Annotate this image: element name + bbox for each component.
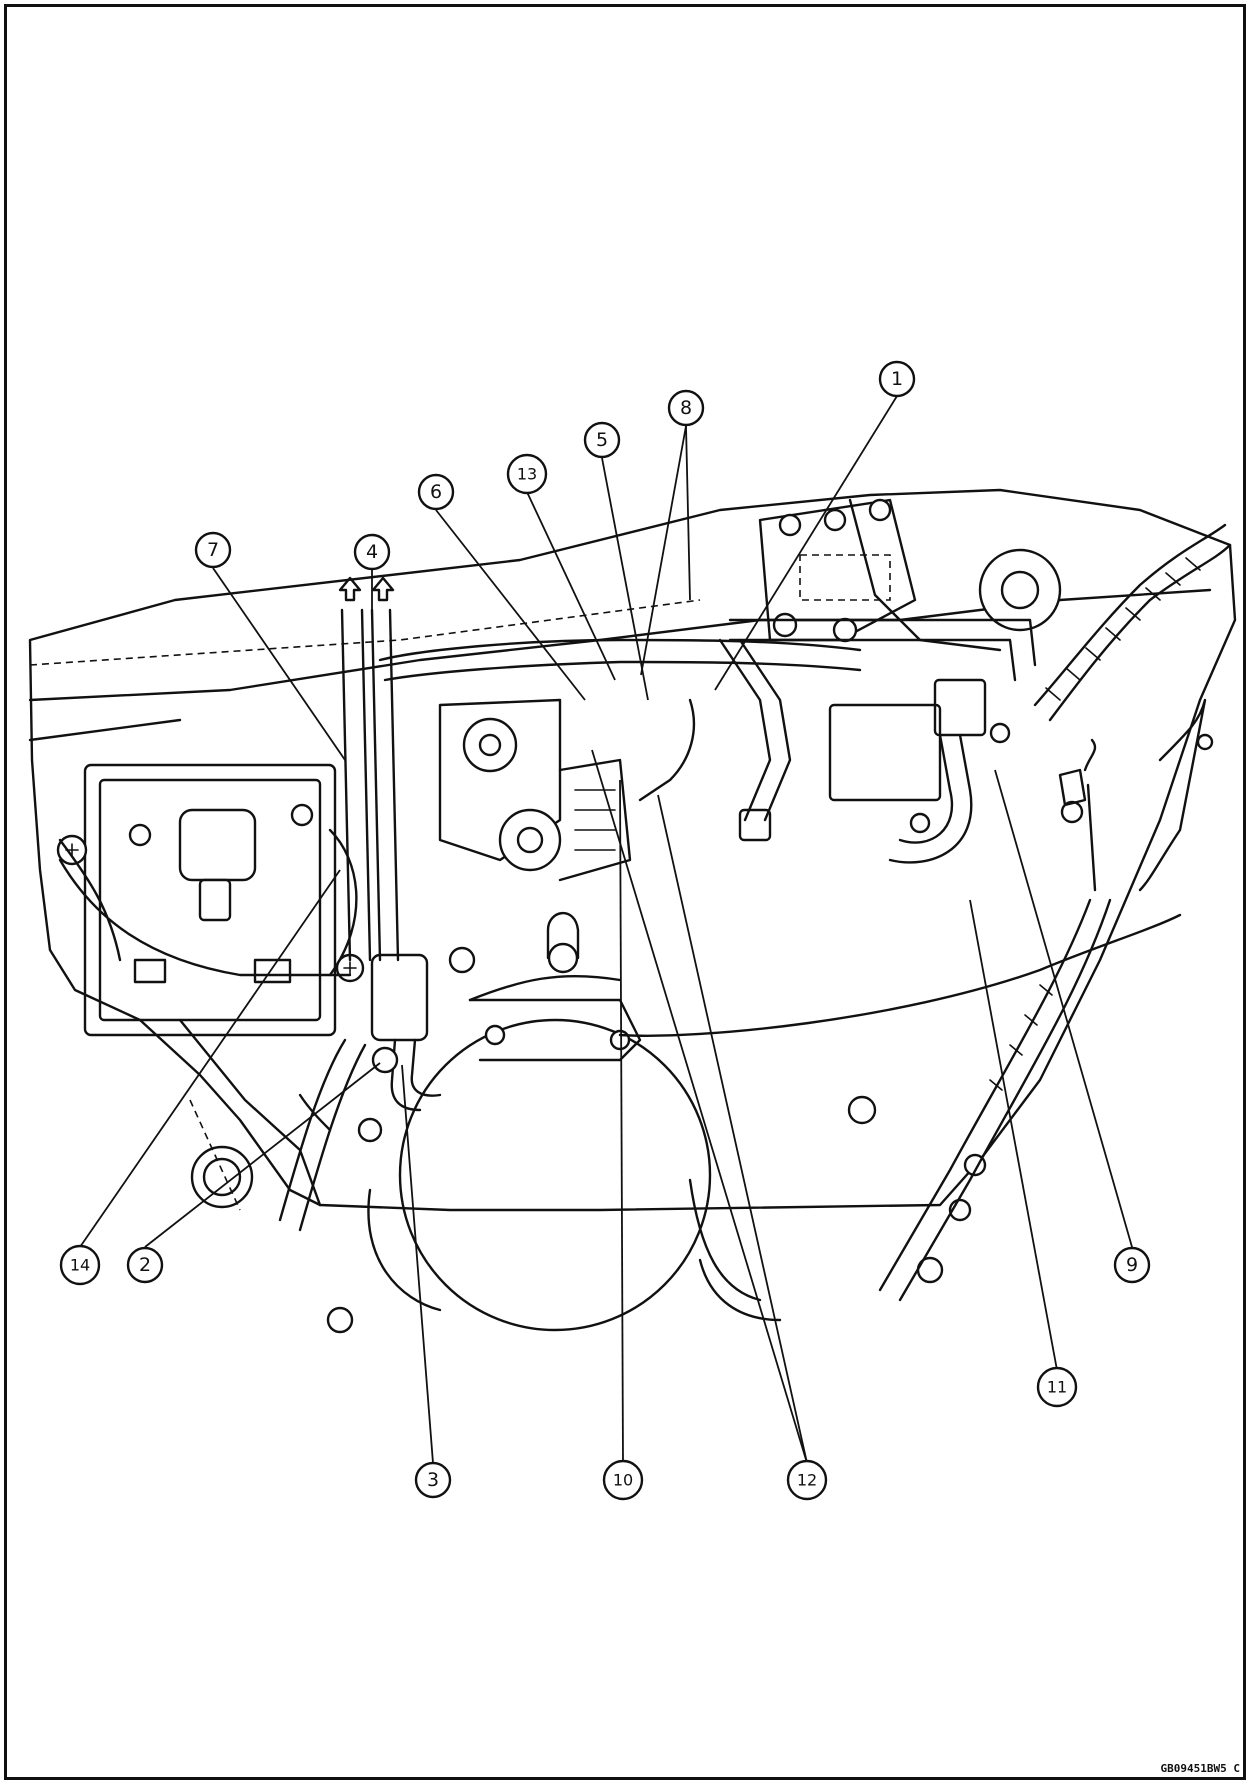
engine-cover xyxy=(326,911,987,1334)
callout-10: 10 xyxy=(602,1459,644,1501)
figure-code: GB09451BW5 C xyxy=(1160,1762,1240,1775)
vent-hoses xyxy=(338,576,400,962)
callout-2-label: 2 xyxy=(139,1254,151,1276)
callout-7: 7 xyxy=(194,531,232,569)
solenoid-box xyxy=(828,678,1084,864)
lower-cables xyxy=(468,898,1182,1302)
callout-4: 4 xyxy=(353,533,391,571)
callout-2: 2 xyxy=(126,1246,164,1284)
callout-5-label: 5 xyxy=(596,429,608,451)
callout-1: 1 xyxy=(878,360,916,398)
coiled-harness xyxy=(1033,523,1232,722)
callout-8-label: 8 xyxy=(680,397,692,419)
callout-6: 6 xyxy=(417,473,455,511)
right-bracket xyxy=(1058,698,1214,892)
callout-13-label: 13 xyxy=(517,465,537,484)
canister xyxy=(370,953,442,1112)
callout-4-label: 4 xyxy=(366,541,378,563)
callout-14-label: 14 xyxy=(70,1256,90,1275)
battery-box xyxy=(56,763,365,1037)
callout-6-label: 6 xyxy=(430,481,442,503)
callout-5: 5 xyxy=(583,421,621,459)
figure-frame xyxy=(4,4,1246,1780)
callout-14: 14 xyxy=(59,1244,101,1286)
callout-12: 12 xyxy=(786,1459,828,1501)
left-lower-hoses xyxy=(189,1038,367,1232)
callout-12-label: 12 xyxy=(797,1471,817,1490)
callout-3-label: 3 xyxy=(427,1469,439,1491)
callout-7-label: 7 xyxy=(207,539,219,561)
callout-9: 9 xyxy=(1113,1246,1151,1284)
callout-11: 11 xyxy=(1036,1366,1078,1408)
callout-11-label: 11 xyxy=(1047,1378,1067,1397)
throttle-body xyxy=(438,698,632,974)
upper-hoses xyxy=(378,618,1037,842)
callout-10-label: 10 xyxy=(613,1471,633,1490)
callout-3: 3 xyxy=(414,1461,452,1499)
callout-8: 8 xyxy=(667,389,705,427)
callout-1-label: 1 xyxy=(891,368,903,390)
callout-13: 13 xyxy=(506,453,548,495)
leader-lines xyxy=(79,395,1133,1464)
callout-9-label: 9 xyxy=(1126,1254,1138,1276)
